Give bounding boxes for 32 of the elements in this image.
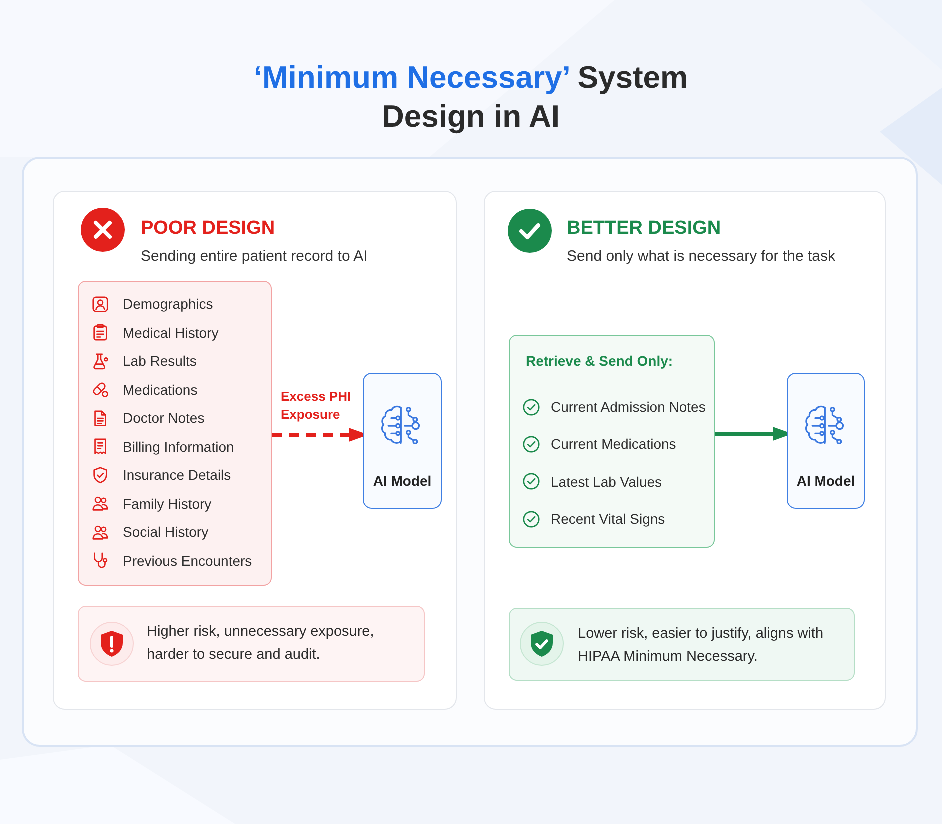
panel-card [53,191,457,710]
selected-data-box [509,335,715,548]
panel-heading: BETTER DESIGN [567,218,722,240]
list-item: Doctor Notes [123,409,205,428]
checklist-item: Current Admission Notes [551,398,706,417]
list-item: Previous Encounters [123,552,252,571]
list-item: Lab Results [123,352,197,372]
benefit-note [509,608,855,681]
checklist-item: Latest Lab Values [551,472,662,492]
risk-note [78,606,425,682]
note-text: Higher risk, unnecessary exposure, harder to secure and audit. [147,623,376,665]
list-item: Family History [123,494,212,514]
panel-heading: POOR DESIGN [141,218,276,240]
title: ‘Minimum Necessary’ System Design in AI [252,59,690,136]
list-item: Social History [123,523,209,542]
model-box [363,373,442,509]
list-item: Medical History [123,324,219,343]
list-item: Medications [123,380,198,400]
panel-subtitle: Sending entire patient record to AI [141,247,368,267]
model-box [787,373,865,509]
checklist-item: Current Medications [551,435,676,454]
panel-card [484,191,886,710]
list-item: Billing Information [123,438,234,457]
model-label: AI Model [372,472,433,490]
note-text: Lower risk, easier to justify, aligns with HIPAA Minimum Necessary. [578,625,825,667]
panel-subtitle: Send only what is necessary for the task [567,247,836,267]
checklist-item: Recent Vital Signs [551,510,666,530]
record-list-box [78,281,272,586]
list-item: Demographics [123,295,214,314]
checklist-heading: Retrieve & Send Only: [526,352,674,370]
list-item: Insurance Details [123,466,232,486]
model-label: AI Model [796,472,856,490]
